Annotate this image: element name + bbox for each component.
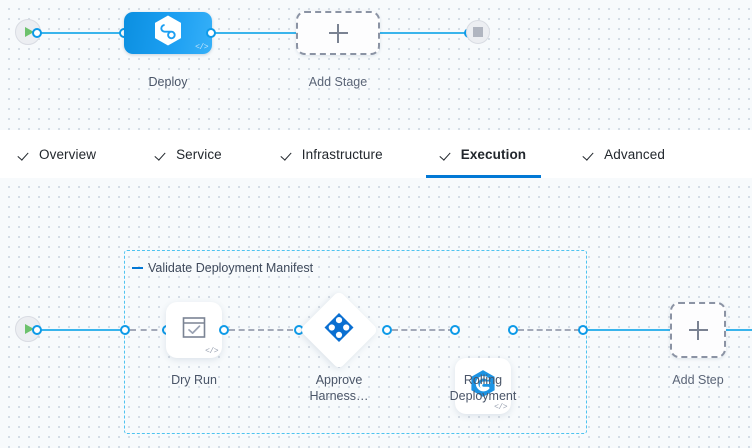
wire-dryrun-to-approve [229,329,293,331]
plus-icon [328,23,348,43]
port-exec-start-out[interactable] [32,325,42,335]
code-badge-icon: </> [195,43,208,52]
add-step-button[interactable] [670,302,726,358]
port-approve-out[interactable] [382,325,392,335]
check-icon [584,148,597,161]
stop-icon [466,20,490,44]
wire-rolling-to-group-out [518,329,580,331]
tab-label: Execution [460,146,527,162]
wire-addstep-out [726,329,752,331]
tab-service[interactable]: Service [141,130,237,178]
port-rolling-out[interactable] [508,325,518,335]
check-icon [282,148,295,161]
wire-approve-to-rolling [392,329,454,331]
step-label-rolling-deployment: Rolling Deployment [449,373,517,403]
plus-icon [688,320,708,340]
tab-infrastructure[interactable]: Infrastructure [267,130,398,178]
tab-label: Infrastructure [301,146,383,162]
check-icon [441,148,454,161]
add-stage-label: Add Stage [308,75,368,89]
step-node-approve-harness[interactable] [299,290,379,370]
pipeline-end-node[interactable] [466,20,490,44]
port-group-out[interactable] [578,325,588,335]
stage-tab-bar[interactable]: Overview Service Infrastructure Executio… [0,130,752,179]
harness-approval-icon [323,312,355,349]
step-label-dry-run: Dry Run [171,373,217,387]
tab-label: Overview [39,146,97,162]
wire-group-to-dryrun [130,329,168,331]
port-dryrun-out[interactable] [219,325,229,335]
step-node-dry-run[interactable]: </> [166,302,222,358]
wire-group-to-addstep [588,329,672,331]
port-deploy-out[interactable] [206,28,216,38]
step-group-box[interactable] [124,250,587,434]
port-start-out[interactable] [32,28,42,38]
tab-execution[interactable]: Execution [425,130,542,178]
tab-overview[interactable]: Overview [4,130,111,178]
wire-start-to-deploy [34,32,134,34]
check-icon [156,148,169,161]
step-group-title: Validate Deployment Manifest [148,261,314,275]
code-badge-icon: </> [205,347,218,356]
port-rolling-in[interactable] [450,325,460,335]
stage-canvas[interactable]: </> Deploy Add Stage [0,0,752,130]
port-group-in[interactable] [120,325,130,335]
add-step-label: Add Step [672,373,724,387]
tab-advanced[interactable]: Advanced [569,130,680,178]
step-label-approve-harness: Approve Harness… [309,373,369,403]
rolling-deployment-icon [468,369,498,404]
check-icon [19,148,32,161]
tab-label: Advanced [604,146,665,162]
harness-hexagon-icon [153,15,183,52]
stage-node-deploy[interactable]: </> [124,12,212,54]
tab-label: Service [176,146,222,162]
add-stage-button[interactable] [296,11,380,55]
code-badge-icon: </> [494,403,507,412]
step-node-rolling-deployment[interactable]: </> [455,358,511,414]
stage-label-deploy: Deploy [148,75,188,89]
dry-run-checkbox-icon [180,314,208,347]
execution-canvas[interactable]: Validate Deployment Manifest </> [0,178,752,448]
step-group-header[interactable]: Validate Deployment Manifest [132,261,313,275]
collapse-minus-icon[interactable] [132,267,143,269]
wire-start-to-group [34,329,126,331]
